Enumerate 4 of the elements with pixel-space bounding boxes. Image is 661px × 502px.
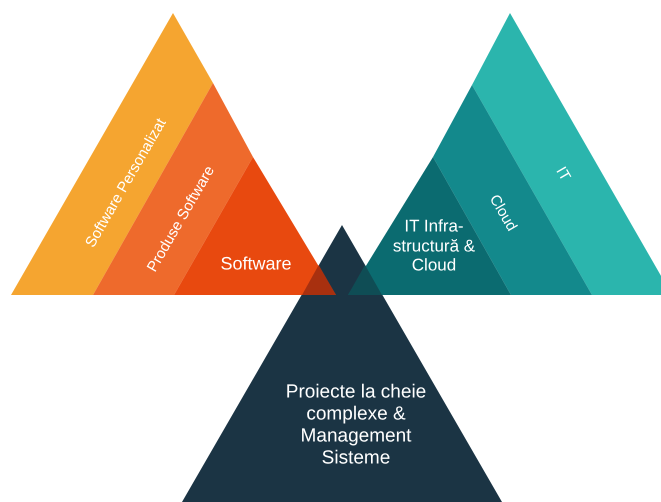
band-label: IT (551, 162, 575, 186)
band-label: IT Infra- structură & Cloud (392, 216, 476, 276)
band-label: Software (219, 254, 293, 274)
band-label: Proiecte la cheie complexe & Management Sisteme (284, 381, 428, 469)
